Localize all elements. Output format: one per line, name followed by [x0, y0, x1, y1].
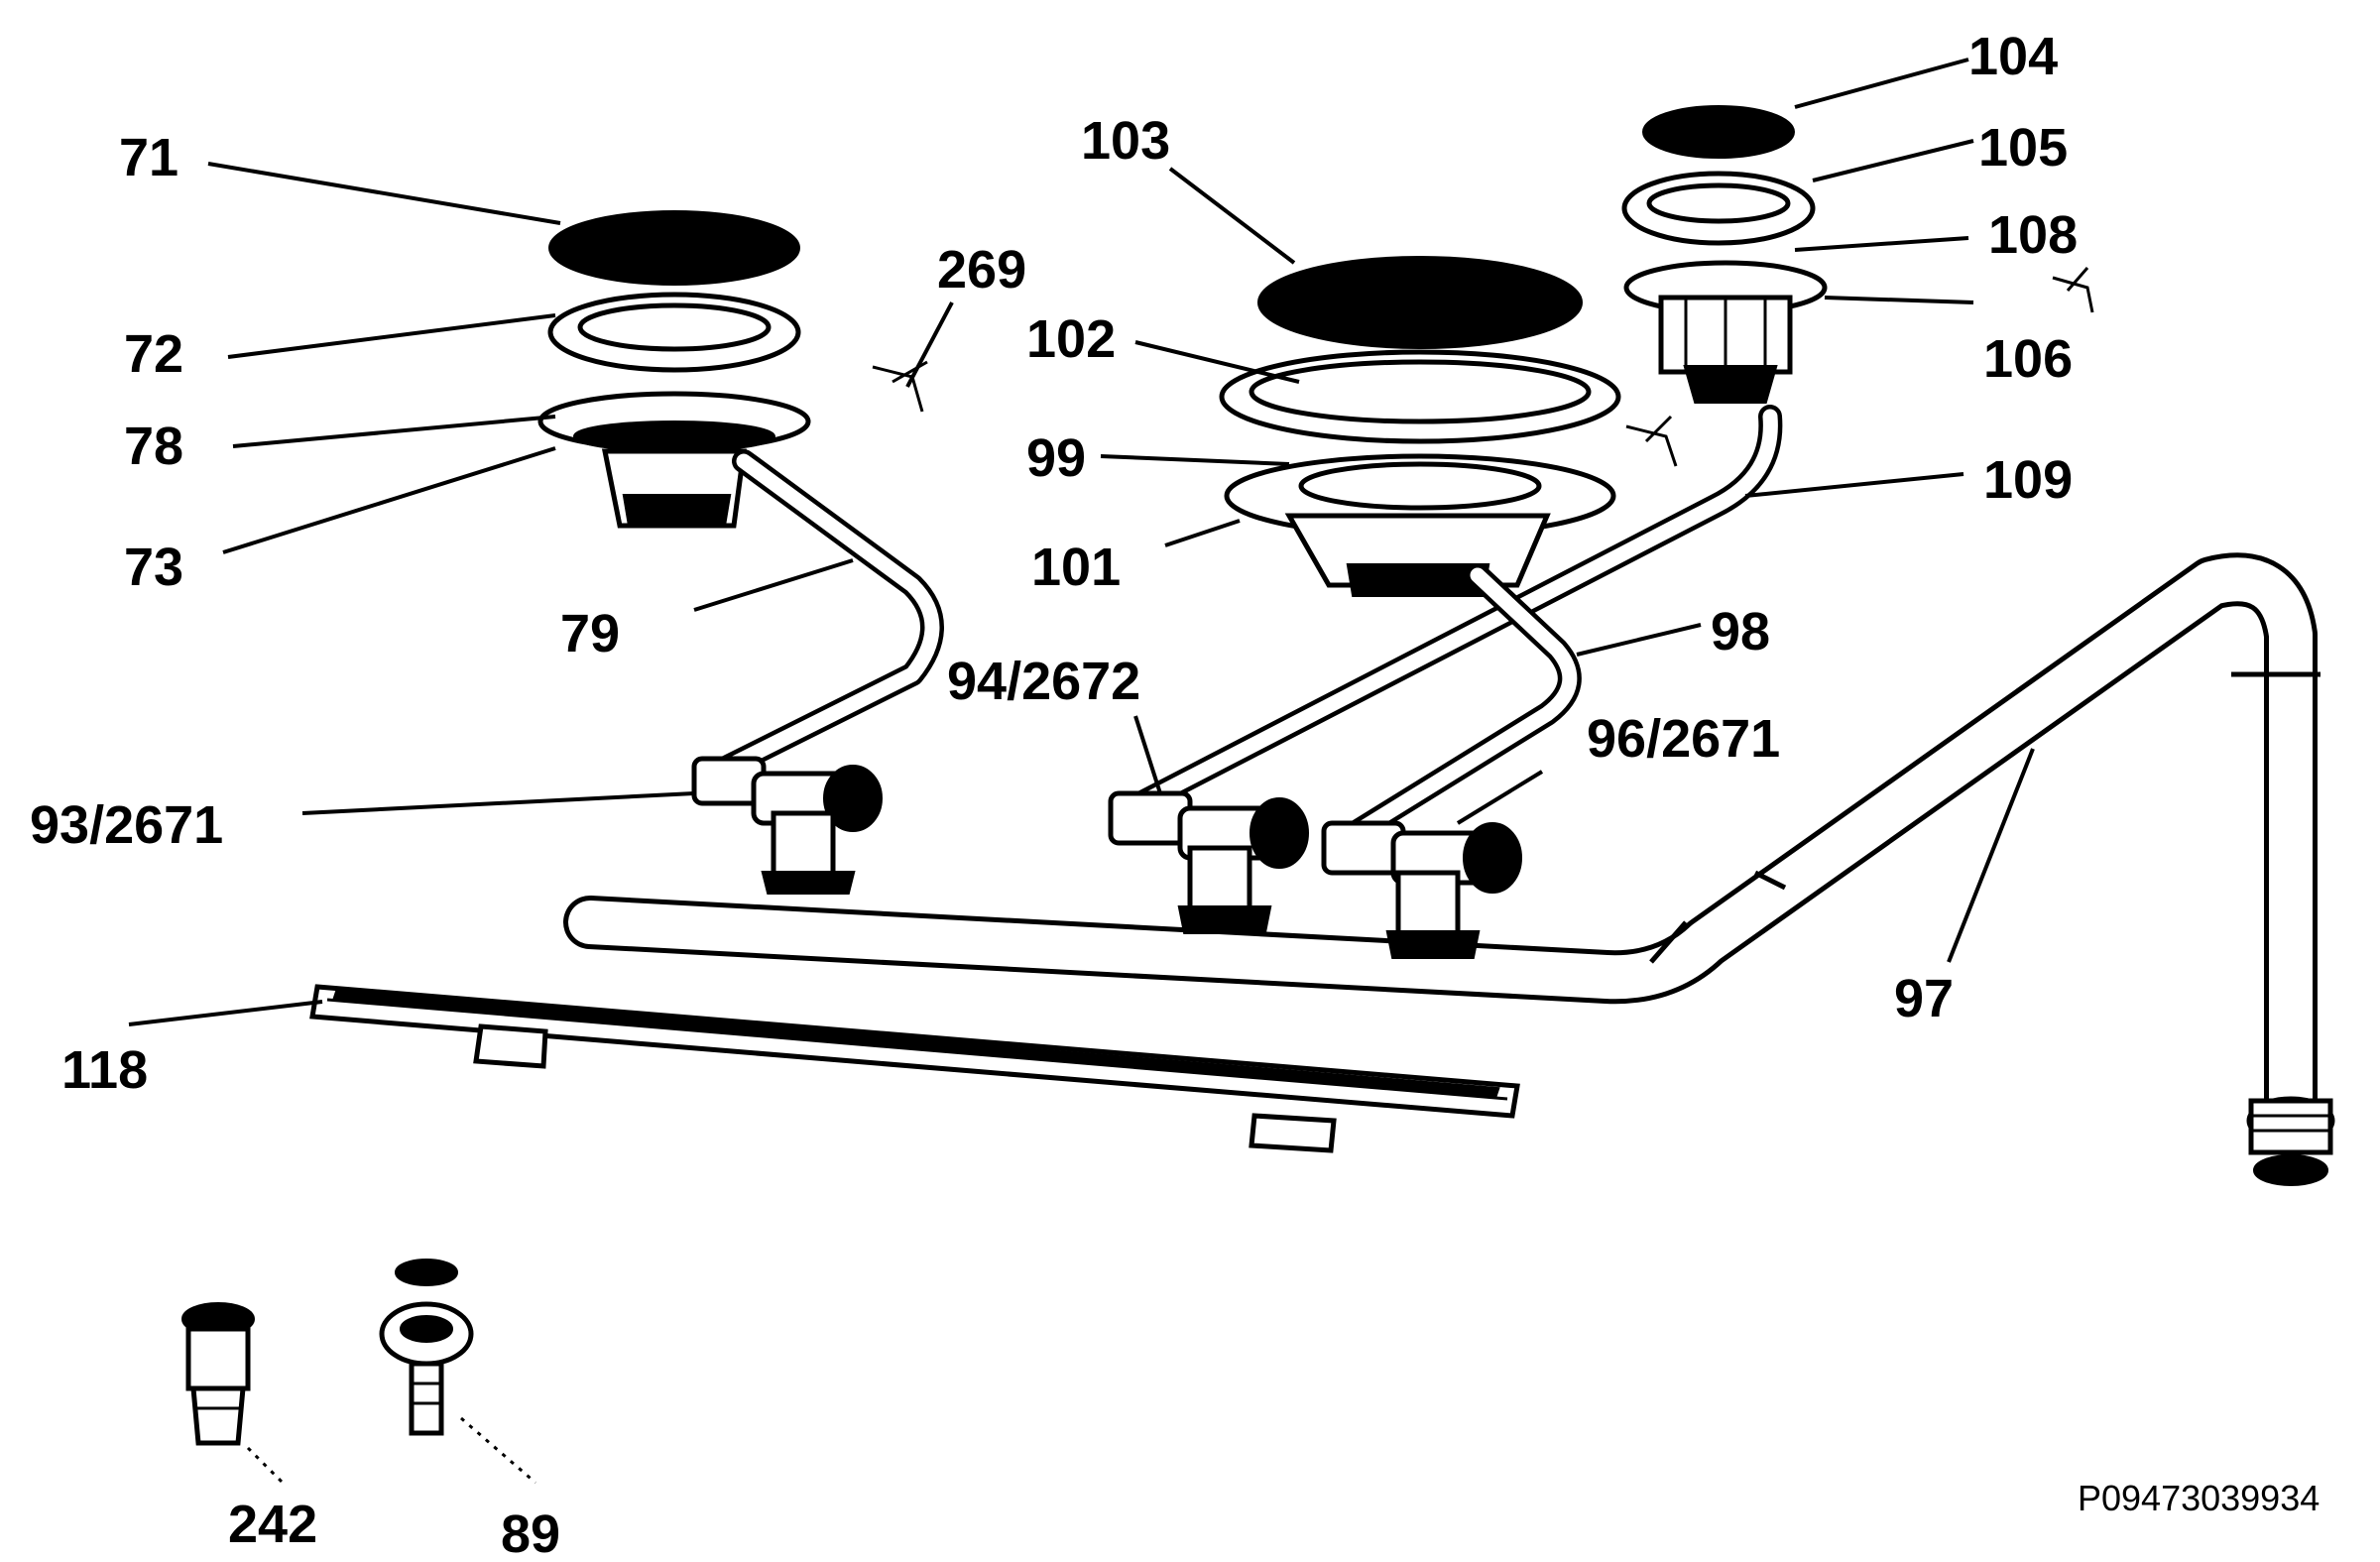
part-label-108: 108	[1988, 205, 2078, 265]
part-89	[379, 1259, 474, 1436]
gas-valve-96	[1321, 820, 1522, 959]
part-label-93-2671: 93/2671	[30, 795, 223, 855]
part-label-78: 78	[124, 417, 183, 476]
supply-pipe-79	[702, 449, 944, 785]
part-label-79: 79	[560, 604, 620, 663]
burner-right	[1621, 105, 1828, 404]
part-label-102: 102	[1026, 309, 1116, 369]
part-label-269: 269	[937, 240, 1026, 300]
part-label-242: 242	[228, 1495, 317, 1554]
main-gas-pipe	[563, 552, 2335, 1186]
gas-valve-94	[1108, 790, 1309, 934]
part-label-106: 106	[1983, 329, 2073, 389]
figure-code: P09473039934	[2078, 1478, 2320, 1518]
part-label-118: 118	[61, 1040, 148, 1100]
clip-right	[1625, 267, 2094, 467]
part-label-71: 71	[119, 128, 178, 187]
part-label-89: 89	[501, 1504, 560, 1562]
part-label-105: 105	[1978, 118, 2068, 178]
part-label-97: 97	[1894, 969, 1954, 1028]
gas-valve-93	[691, 756, 883, 895]
supply-pipe-98	[1327, 563, 1582, 855]
manifold-rail	[309, 984, 1520, 1153]
part-label-72: 72	[124, 324, 183, 384]
supply-pipe-109	[1129, 405, 1783, 815]
part-label-109: 109	[1983, 450, 2073, 510]
burner-left	[537, 210, 811, 529]
part-label-104: 104	[1968, 27, 2058, 86]
part-label-73: 73	[124, 538, 183, 597]
part-label-101: 101	[1031, 538, 1121, 597]
part-label-94-2672: 94/2672	[947, 652, 1140, 711]
leader-lines	[128, 58, 2035, 1485]
part-242	[181, 1302, 255, 1446]
part-label-98: 98	[1711, 602, 1770, 661]
part-labels: 71 72 78 73 79 269 103 102 99 101 104 10…	[30, 27, 2078, 1562]
clip-269	[872, 360, 928, 413]
part-label-99: 99	[1026, 428, 1086, 488]
part-label-96-2671: 96/2671	[1587, 709, 1780, 769]
burner-center	[1219, 256, 1621, 597]
part-label-103: 103	[1081, 111, 1170, 171]
